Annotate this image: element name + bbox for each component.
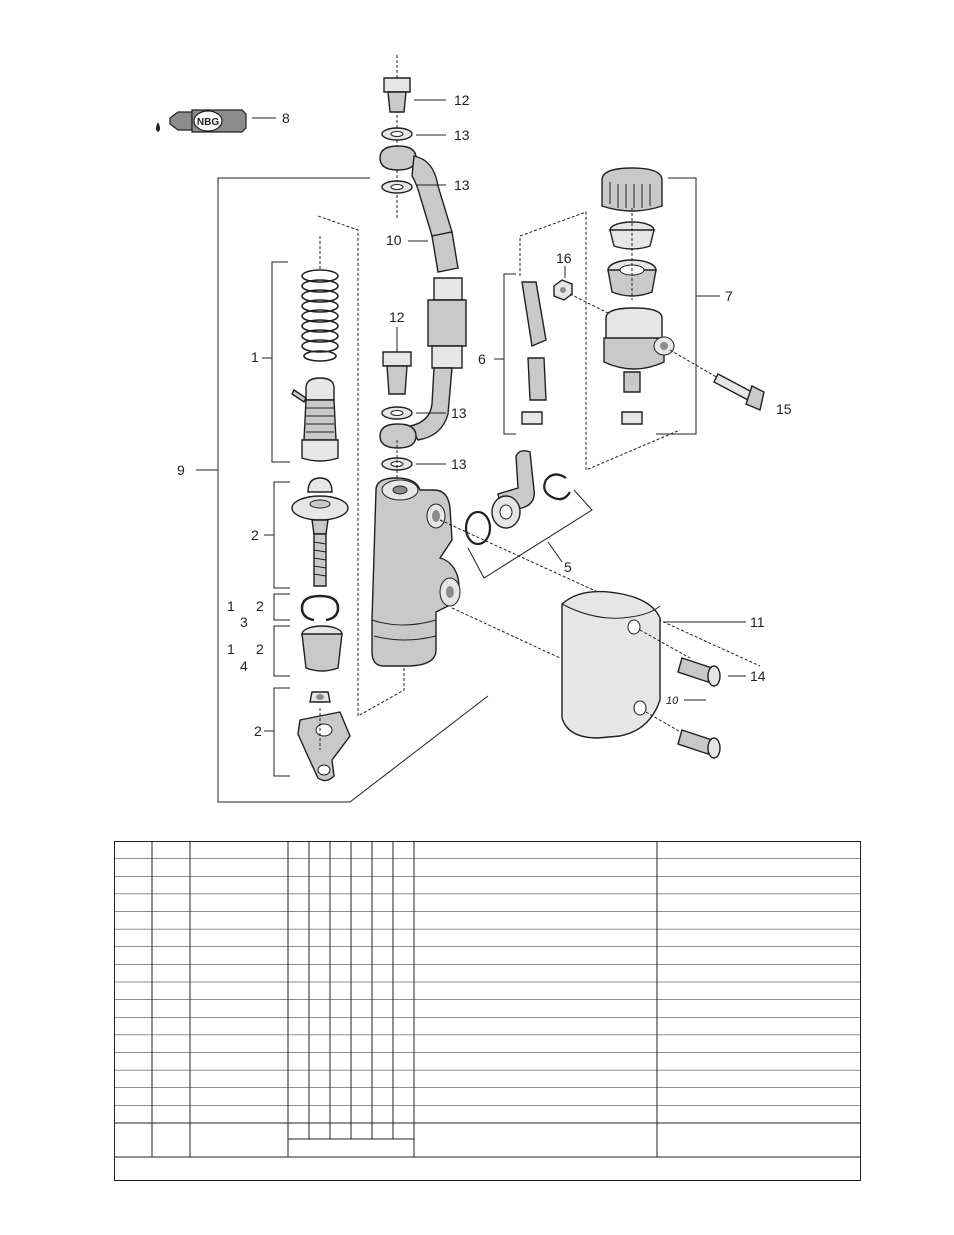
master-cylinder-body [317, 215, 461, 717]
assembly-bracket-9 [196, 177, 489, 803]
push-rod [264, 477, 349, 589]
callout-2-pushrod: 2 [251, 527, 259, 543]
callout-1-boot: 1 [227, 641, 235, 657]
callout-8: 8 [282, 110, 290, 126]
callout-14: 14 [750, 668, 766, 684]
callout-12-lower: 12 [389, 309, 405, 325]
callout-2-circlip: 2 [256, 598, 264, 614]
parts-list-table [114, 841, 861, 1181]
callout-15: 15 [776, 401, 792, 417]
callout-12-upper: 12 [454, 92, 470, 108]
callout-5: 5 [564, 559, 572, 575]
callout-9: 9 [177, 462, 185, 478]
callout-13-d: 13 [451, 456, 467, 472]
callout-1: 1 [251, 349, 259, 365]
circlip [273, 593, 340, 622]
heat-shield [451, 590, 746, 739]
callout-11: 11 [750, 614, 765, 630]
dust-boot [273, 625, 343, 677]
upper-banjo-assembly [379, 55, 459, 273]
callout-10: 10 [386, 232, 402, 248]
callout-4: 4 [240, 658, 248, 674]
table-grid [114, 841, 861, 1158]
callout-6: 6 [478, 351, 486, 367]
callout-10-small: 10 [666, 695, 679, 707]
reservoir-hose [494, 211, 681, 471]
callout-7: 7 [725, 288, 733, 304]
brake-hose [408, 277, 467, 441]
exploded-parts-diagram: NBG [156, 55, 792, 803]
callout-13-a: 13 [454, 127, 470, 143]
callout-3: 3 [240, 614, 248, 630]
callout-13-c: 13 [451, 405, 467, 421]
callout-13-b: 13 [454, 177, 470, 193]
callout-16: 16 [556, 250, 572, 266]
tube-brand-label: NBG [197, 117, 219, 128]
callout-1-circlip: 1 [227, 598, 235, 614]
callout-labels: 8 12 13 13 10 12 13 13 1 2 1 2 3 1 2 4 2… [177, 92, 792, 739]
reservoir-nut [553, 266, 611, 315]
fluid-reservoir [601, 167, 720, 435]
clevis [264, 687, 351, 782]
reservoir-bolt [669, 349, 765, 411]
mounting-screws [639, 629, 746, 759]
callout-2-boot: 2 [256, 641, 264, 657]
threadlock-tube: NBG [156, 109, 276, 133]
callout-2-clevis: 2 [254, 723, 262, 739]
lower-banjo-assembly [379, 327, 446, 480]
spring-and-piston [262, 236, 339, 463]
